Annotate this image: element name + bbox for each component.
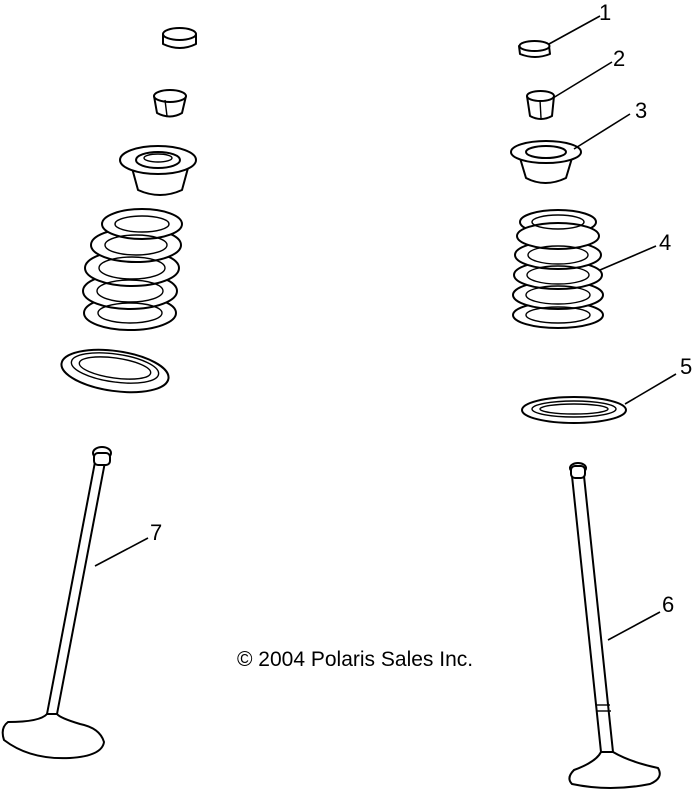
left-valve-exhaust — [1, 446, 112, 760]
leader-line-6 — [607, 611, 661, 641]
callout-7: 7 — [150, 520, 162, 545]
right-valve-spring — [512, 209, 604, 329]
callout-2: 2 — [613, 46, 625, 71]
leader-line-4 — [599, 245, 657, 271]
left-valve-keeper — [153, 89, 187, 118]
left-valve-cap — [162, 27, 197, 49]
callout-6: 6 — [662, 592, 674, 617]
right-spring-retainer — [510, 140, 582, 184]
callout-4: 4 — [659, 230, 671, 255]
right-valve-intake — [568, 462, 661, 789]
callout-3: 3 — [635, 98, 647, 123]
copyright-notice: © 2004 Polaris Sales Inc. — [237, 648, 474, 671]
leader-line-2 — [552, 61, 613, 99]
left-spring-seat-washer — [60, 348, 170, 394]
leader-line-1 — [548, 15, 601, 45]
left-valve-spring — [82, 208, 183, 331]
leader-line-5 — [624, 373, 677, 405]
leader-line-3 — [573, 113, 631, 150]
left-spring-retainer — [119, 145, 197, 196]
callout-1: 1 — [599, 0, 611, 25]
leader-line-7 — [94, 537, 149, 567]
right-spring-seat-washer — [521, 396, 627, 424]
callout-5: 5 — [680, 354, 692, 379]
right-valve-keeper — [526, 90, 555, 120]
right-valve-cap — [518, 40, 551, 58]
